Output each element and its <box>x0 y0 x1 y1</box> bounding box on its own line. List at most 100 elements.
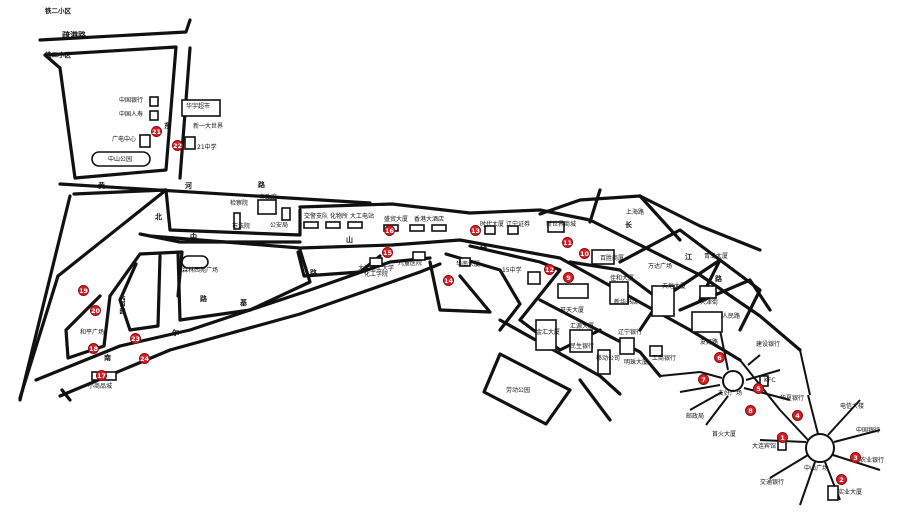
label-guangdian: 广电中心 <box>112 136 137 143</box>
label-shiye: 实业大厦 <box>838 489 863 496</box>
er-road-label: 尔 <box>172 329 179 337</box>
map-pin-17[interactable]: 17 <box>96 370 107 381</box>
label-zhongshan-park: 中山公园 <box>108 156 133 163</box>
map-pin-20[interactable]: 20 <box>90 305 101 316</box>
ji-road-label: 基 <box>240 299 247 307</box>
label-liaoning-bank: 辽宁银行 <box>618 329 643 336</box>
label-zhongshan-square: 中山广场 <box>804 465 829 472</box>
label-xinyi: 新一大世界 <box>193 123 224 130</box>
label-baisheng: 百胜商厦 <box>600 255 625 262</box>
label-dalian-lib: 大连理工大学化工学院 <box>358 265 395 278</box>
label-fayuan: 市法院 <box>232 223 251 230</box>
label-xiangzhou: 小商品城 <box>88 383 113 390</box>
label-kaitian: 开天大厦 <box>560 307 585 314</box>
changjiang-label-1: 长 <box>625 221 632 229</box>
district-label-1: 铁二小区 <box>45 7 71 15</box>
label-huaxia: 华夏银行 <box>780 395 805 402</box>
label-youzheng: 邮政局 <box>686 413 705 420</box>
label-school15: 15中学 <box>502 267 522 274</box>
zhongshan-label-1: 中 <box>190 233 197 241</box>
label-youhao: 友好路 <box>700 339 719 346</box>
lu-road-label: 路 <box>480 243 487 251</box>
map-pin-15[interactable]: 15 <box>382 247 393 258</box>
map-pin-3[interactable]: 3 <box>850 452 861 463</box>
label-minsheng: 民生银行 <box>570 343 595 350</box>
label-laodong-park: 劳动公园 <box>506 387 531 394</box>
label-jianshe: 建设银行 <box>756 341 781 348</box>
map-pin-24[interactable]: 24 <box>139 353 150 364</box>
map-pin-19[interactable]: 19 <box>78 285 89 296</box>
changjiang-label-3: 路 <box>715 275 722 283</box>
label-dagongdian: 大工电站 <box>350 213 375 220</box>
label-renmin: 人民路 <box>722 313 741 320</box>
label-xianggang: 香港大酒店 <box>414 216 445 223</box>
label-huagong: 化物所 <box>330 213 349 220</box>
map-pin-23[interactable]: 23 <box>130 333 141 344</box>
label-yidong: 移动公司 <box>596 355 621 362</box>
label-dalian-hotel: 大连宾馆 <box>752 443 777 450</box>
label-huaping-square: 和平广场 <box>80 329 105 336</box>
label-shidai: 时代大厦 <box>480 221 505 228</box>
label-jinhui: 金汇大厦 <box>536 329 561 336</box>
map-pin-12[interactable]: 12 <box>544 264 555 275</box>
label-gongshang: 工商银行 <box>652 355 677 362</box>
xiyuan-road-label: 西甲园 <box>118 296 125 314</box>
label-tianjin: 天津街 <box>700 299 719 306</box>
label-shanghai: 上海路 <box>626 209 645 216</box>
label-ertong: 儿童医院 <box>398 260 423 267</box>
map-pin-1[interactable]: 1 <box>777 432 788 443</box>
label-xinghai-square: 森林西苑广场 <box>182 267 219 274</box>
map-pin-7[interactable]: 7 <box>698 374 709 385</box>
huanghe-label-1: 黄 <box>98 182 105 190</box>
huanghe-label-3: 路 <box>258 181 265 189</box>
label-dianxin: 电信大楼 <box>840 403 865 410</box>
map-pin-6[interactable]: 6 <box>714 352 725 363</box>
label-tiandi: 天地大厦 <box>662 283 687 290</box>
label-shouhuo: 首火大厦 <box>712 431 737 438</box>
shugang-road-label: 疏港路 <box>62 31 86 40</box>
label-xinhua: 新华书店 <box>614 299 639 306</box>
map-pin-16[interactable]: 16 <box>384 225 395 236</box>
lu2-road-label: 路 <box>200 295 207 303</box>
label-youhao-square: 友好广场 <box>718 390 743 397</box>
label-jianchayuan: 检察院 <box>230 200 249 207</box>
nan-road-label: 南 <box>104 354 111 362</box>
map-pin-18[interactable]: 18 <box>88 343 99 354</box>
label-zhongguo-bank: 中国银行 <box>119 97 144 104</box>
map-pin-8[interactable]: 8 <box>745 405 756 416</box>
map-pin-14[interactable]: 14 <box>443 275 454 286</box>
label-shizhengfu: 市政府 <box>259 194 278 201</box>
label-mingzhu2: 明珠大厦 <box>624 359 649 366</box>
label-gonganju: 公安局 <box>270 222 289 229</box>
zhongshan-label-2: 山 <box>346 236 353 244</box>
map-pin-2[interactable]: 2 <box>836 474 847 485</box>
map-pin-11[interactable]: 11 <box>562 237 573 248</box>
bei-road-label: 北 <box>155 213 162 221</box>
label-qingdao: 青岛大厦 <box>704 253 729 260</box>
label-wanda: 万达广场 <box>648 263 673 270</box>
zhongshan-label-3: 路 <box>310 269 317 277</box>
label-mingzhu: 华南大厦 <box>456 261 481 268</box>
map-pin-21[interactable]: 21 <box>151 126 162 137</box>
label-jiaotong-bank: 交通银行 <box>760 479 785 486</box>
changjiang-label-2: 江 <box>685 253 692 261</box>
label-liaoning-zq: 辽宁证券 <box>506 221 531 228</box>
label-jiahe: 佳和大厦 <box>610 275 635 282</box>
map-pin-4[interactable]: 4 <box>792 410 803 421</box>
label-bankchina2: 中国银行 <box>856 427 881 434</box>
label-huiyuan: 汇源大厦 <box>570 323 595 330</box>
map-pin-22[interactable]: 22 <box>172 140 183 151</box>
label-school21: 21中学 <box>197 144 217 151</box>
map-pin-10[interactable]: 10 <box>579 248 590 259</box>
huanghe-label-2: 河 <box>185 182 192 190</box>
label-huayi: 华宇超市 <box>186 103 211 110</box>
dong-road-label: 东 <box>164 122 171 130</box>
map-pin-9[interactable]: 9 <box>563 272 574 283</box>
map-pin-13[interactable]: 13 <box>470 225 481 236</box>
label-nongye: 农业银行 <box>860 457 885 464</box>
map-pin-5[interactable]: 5 <box>753 383 764 394</box>
label-kfc: KFC <box>764 377 776 384</box>
district-label-2: 铁二小区 <box>45 51 71 59</box>
